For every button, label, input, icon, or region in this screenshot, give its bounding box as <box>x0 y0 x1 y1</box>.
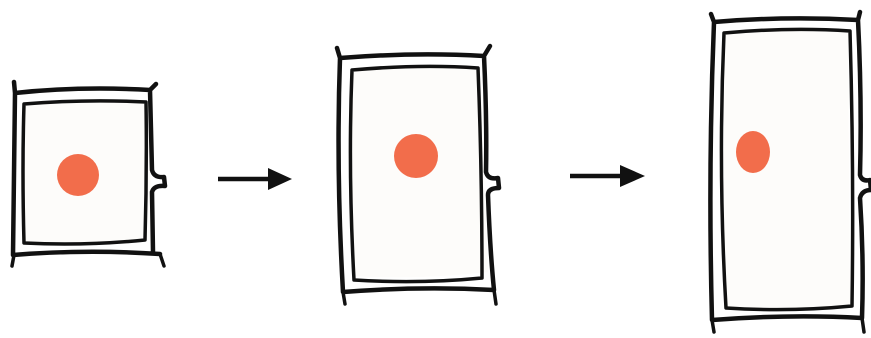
cell-3-neighbor-walls <box>710 316 866 334</box>
cell-1-inner-membrane <box>21 99 149 246</box>
arrow-1 <box>218 168 292 190</box>
cell-3-outer-wall <box>708 9 871 323</box>
cell-stage-3 <box>708 9 871 334</box>
cell-3-nucleus <box>736 131 770 173</box>
cell-3-cytoplasm <box>724 30 850 310</box>
cell-2-nucleus <box>394 134 438 178</box>
cell-1-nucleus <box>57 154 99 196</box>
cell-1-neighbor-walls <box>10 82 166 268</box>
cell-stage-1 <box>10 79 168 268</box>
cell-1-outer-wall <box>10 79 168 258</box>
cell-stage-2 <box>334 43 502 306</box>
cell-3-inner-membrane <box>719 27 855 312</box>
cell-2-inner-membrane <box>348 64 484 284</box>
arrow-2 <box>570 165 645 187</box>
arrow-1-head <box>268 168 292 190</box>
cell-2-neighbor-walls <box>341 288 498 306</box>
cell-2-outer-wall <box>334 43 502 295</box>
arrow-2-head <box>620 165 645 187</box>
